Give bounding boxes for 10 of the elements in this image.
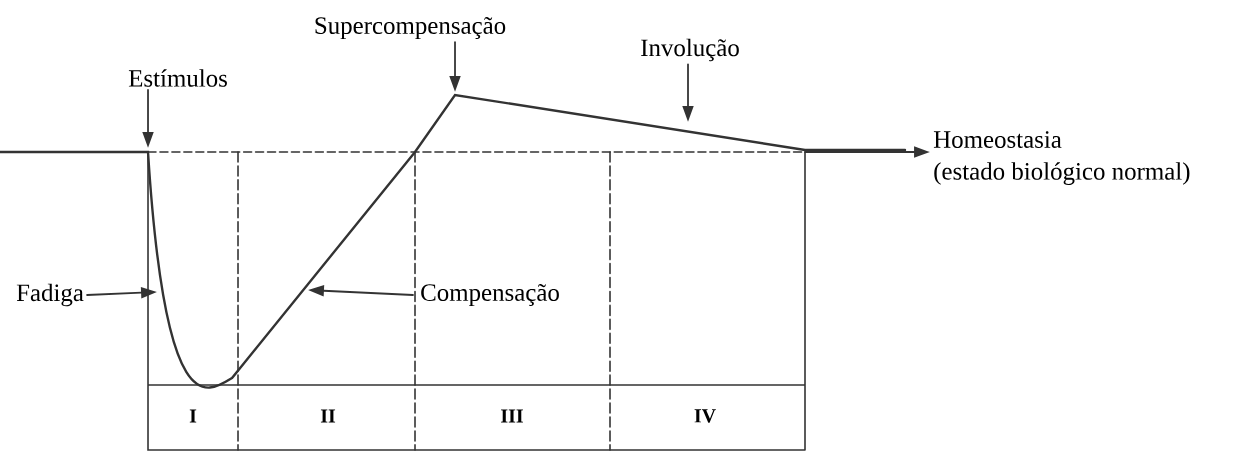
annotation-label: Supercompensação <box>315 16 506 40</box>
annotation-label: Compensação <box>421 283 559 307</box>
phase-label: I <box>189 409 197 423</box>
annotation-label: Homeostasia (estado biológico normal) <box>933 131 1190 185</box>
phase-label: IV <box>694 409 716 423</box>
annotation-label: Fadiga <box>16 283 84 307</box>
phase-label: II <box>320 409 336 423</box>
phase-label: III <box>501 409 523 423</box>
annotation-label: Involução <box>641 38 739 62</box>
annotation-label: Estímulos <box>128 69 227 87</box>
